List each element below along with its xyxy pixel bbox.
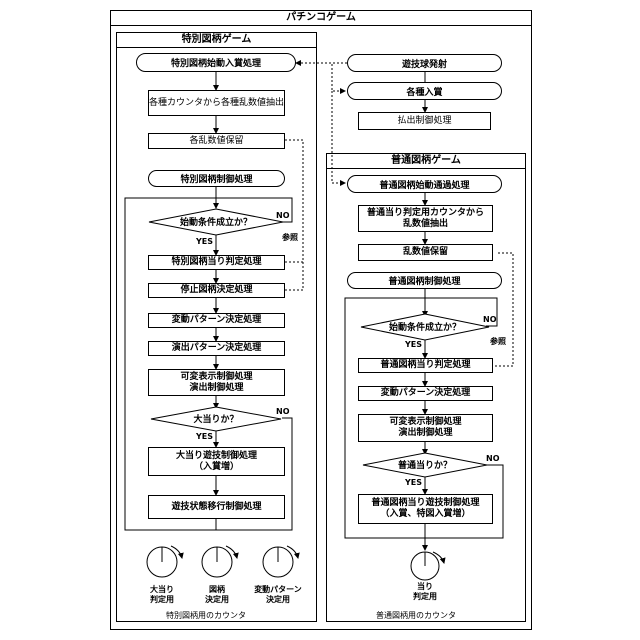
right-counter-icons <box>400 548 460 582</box>
payout-label: 払出制御処理 <box>397 116 451 127</box>
left-no-label-2: NO <box>276 407 290 416</box>
left-variation-box: 変動パターン決定処理 <box>148 313 285 328</box>
left-counter-2-label: 図柄 決定用 <box>187 585 247 605</box>
right-no-label-2: NO <box>486 454 500 463</box>
right-control-label: 普通図柄制御処理 <box>388 274 460 287</box>
left-variable-display-box: 可変表示制御処理 演出制御処理 <box>148 369 285 396</box>
left-counter-icons <box>140 540 310 584</box>
ball-launch-label: 遊技球発射 <box>402 57 447 70</box>
right-counter-caption: 普通図柄用のカウンタ <box>376 610 456 621</box>
left-yes-label-2: YES <box>196 432 213 441</box>
right-store-label: 乱数値保留 <box>403 247 448 258</box>
right-hit-judge-label: 普通図柄当り判定処理 <box>380 360 470 371</box>
payout-box: 払出制御処理 <box>358 112 491 130</box>
right-yes-label-1: YES <box>405 340 422 349</box>
left-stop-decide-label: 停止図柄決定処理 <box>180 285 252 296</box>
right-win-control-label: 普通図柄当り遊技制御処理 （入賞、特図入賞増） <box>371 498 479 520</box>
prize-terminal: 各種入賞 <box>347 82 502 100</box>
left-counter-1-label: 大当り 判定用 <box>132 585 192 605</box>
right-extract-box: 普通当り判定用カウンタから 乱数値抽出 <box>358 205 493 232</box>
left-decision-hit-label: 大当りか？ <box>150 412 282 425</box>
left-no-label-1: NO <box>276 211 290 220</box>
left-control-terminal: 特別図柄制御処理 <box>148 170 285 187</box>
left-counter-caption: 特別図柄用のカウンタ <box>166 610 246 621</box>
left-variation-label: 変動パターン決定処理 <box>172 315 262 326</box>
left-jackpot-label: 大当り遊技制御処理 （入賞増） <box>176 451 257 473</box>
right-control-terminal: 普通図柄制御処理 <box>347 272 502 289</box>
right-reference-label: 参照 <box>490 336 506 347</box>
left-game-state-box: 遊技状態移行制御処理 <box>148 495 285 519</box>
left-yes-label-1: YES <box>196 237 213 246</box>
left-extract-label: 各種カウンタから各種乱数値抽出 <box>149 98 284 109</box>
left-counter-3-label: 変動パターン 決定用 <box>244 585 312 605</box>
right-variation-label: 変動パターン決定処理 <box>381 388 471 399</box>
right-counter-1-label: 当り 判定用 <box>395 582 455 602</box>
left-reference-label: 参照 <box>282 232 298 243</box>
right-yes-label-2: YES <box>405 478 422 487</box>
ball-launch-terminal: 遊技球発射 <box>347 54 502 72</box>
left-hit-judge-label: 特別図柄当り判定処理 <box>171 257 261 268</box>
left-jackpot-box: 大当り遊技制御処理 （入賞増） <box>148 447 285 476</box>
left-game-state-label: 遊技状態移行制御処理 <box>171 502 261 513</box>
left-start-label: 特別図柄始動入賞処理 <box>171 56 261 69</box>
left-effect-label: 演出パターン決定処理 <box>172 343 262 354</box>
left-start-terminal: 特別図柄始動入賞処理 <box>136 53 296 72</box>
prize-label: 各種入賞 <box>406 85 442 98</box>
right-extract-label: 普通当り判定用カウンタから 乱数値抽出 <box>367 208 484 230</box>
left-store-label: 各乱数値保留 <box>189 136 243 147</box>
left-variable-display-label: 可変表示制御処理 演出制御処理 <box>180 372 252 394</box>
right-hit-judge-box: 普通図柄当り判定処理 <box>358 358 493 373</box>
left-effect-box: 演出パターン決定処理 <box>148 341 285 356</box>
right-decision-hit-label: 普通当りか？ <box>362 458 488 471</box>
left-hit-judge-box: 特別図柄当り判定処理 <box>148 255 285 270</box>
left-control-label: 特別図柄制御処理 <box>180 172 252 185</box>
right-start-terminal: 普通図柄始動通過処理 <box>347 175 502 193</box>
left-store-box: 各乱数値保留 <box>148 133 285 149</box>
right-variable-display-label: 可変表示制御処理 演出制御処理 <box>389 417 461 439</box>
right-variation-box: 変動パターン決定処理 <box>358 386 493 401</box>
right-no-label-1: NO <box>483 315 497 324</box>
left-stop-decide-box: 停止図柄決定処理 <box>148 283 285 298</box>
right-start-label: 普通図柄始動通過処理 <box>379 178 469 191</box>
right-store-box: 乱数値保留 <box>358 244 493 261</box>
right-decision-start-label: 始動条件成立か？ <box>360 320 490 333</box>
left-decision-start-label: 始動条件成立か？ <box>148 215 284 228</box>
right-win-control-box: 普通図柄当り遊技制御処理 （入賞、特図入賞増） <box>358 494 493 524</box>
left-extract-box: 各種カウンタから各種乱数値抽出 <box>148 90 285 116</box>
right-variable-display-box: 可変表示制御処理 演出制御処理 <box>358 414 493 442</box>
